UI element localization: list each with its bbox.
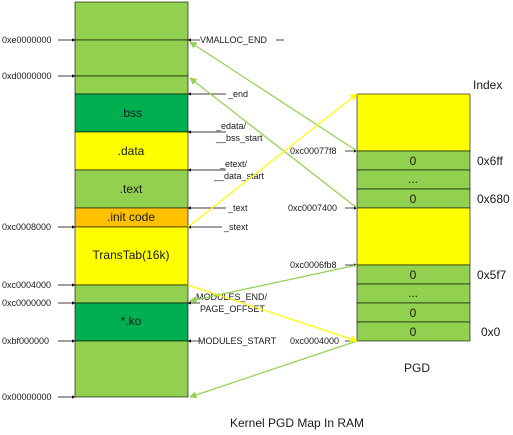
region-pgd-gap	[74, 284, 189, 304]
pgd-index-0x5f7: 0x5f7	[477, 268, 507, 282]
sym-edata-line2: __bss_start	[215, 133, 263, 143]
sym-modules-start: MODULES_START	[198, 336, 277, 346]
block-ko-label: *.ko	[121, 314, 142, 328]
addr-d0000000: 0xd0000000	[2, 71, 52, 81]
diagram-caption: Kernel PGD Map In RAM	[230, 416, 364, 430]
sym-stext: _stext	[223, 222, 249, 232]
symbol-labels: VMALLOC_END _end _edata/ __bss_start _et…	[196, 35, 284, 346]
block-bss-label: .bss	[120, 106, 142, 120]
pgd-cell-value-0x1: 0	[410, 306, 417, 320]
sym-edata-line1: _edata/	[215, 121, 247, 131]
pgd-table: 0 ... 0 0 ... 0 0	[356, 93, 471, 342]
addr-e0000000: 0xe0000000	[2, 35, 52, 45]
map-arrow-5f7-to-ko	[189, 264, 358, 304]
map-arrow-vmalloc-to-6ff	[189, 41, 358, 152]
pgd-cell-value-0x680: 0	[410, 192, 417, 206]
pgd-cell-value-ellipsis-lower: ...	[408, 286, 418, 300]
block-transtab	[74, 226, 189, 286]
map-arrow-init-to-pgd	[187, 93, 358, 228]
block-init-code-label: .init code	[107, 210, 155, 224]
addr-c0000000: 0xc0000000	[2, 298, 51, 308]
addr-c0004000: 0xc0004000	[2, 280, 51, 290]
map-arrow-bss-to-680	[189, 77, 358, 209]
region-above-bss	[74, 75, 189, 95]
mapping-arrows	[187, 41, 358, 399]
region-user	[74, 340, 189, 398]
left-address-labels: 0xe0000000 0xd0000000 0xc0008000 0xc0004…	[2, 35, 52, 402]
sym-text: _text	[227, 203, 248, 213]
block-transtab-label: TransTab(16k)	[93, 248, 170, 262]
addr-bf000000: 0xbf000000	[2, 336, 49, 346]
sym-vmalloc-end: VMALLOC_END	[200, 35, 268, 45]
pgd-addr-7400: 0xc0007400	[288, 203, 337, 213]
pgd-addr-4000: 0xc0004000	[290, 336, 339, 346]
left-address-markers	[58, 38, 76, 399]
map-arrow-transtab-to-pgd	[187, 284, 358, 343]
map-arrow-0-to-user	[189, 340, 358, 399]
pgd-title: PGD	[404, 361, 430, 375]
pgd-region-top	[356, 93, 471, 152]
pgd-region-middle	[356, 207, 471, 266]
sym-modules-end-line2: PAGE_OFFSET	[200, 304, 265, 314]
sym-end: _end	[227, 89, 248, 99]
addr-c0008000: 0xc0008000	[2, 222, 51, 232]
memory-map-column: .bss .data .text .init code TransTab(16k…	[74, 1, 189, 398]
pgd-cell-value-0x6ff: 0	[410, 154, 417, 168]
symbol-markers	[187, 38, 226, 343]
region-vmalloc	[74, 39, 189, 77]
pgd-address-markers	[345, 149, 358, 343]
pgd-cell-value-ellipsis-upper: ...	[408, 172, 418, 186]
block-data	[74, 131, 189, 171]
addr-00000000: 0x00000000	[2, 392, 52, 402]
pgd-index-header: Index	[473, 78, 502, 92]
sym-modules-end-line1: MODULES_END/	[196, 292, 268, 302]
region-top	[74, 1, 189, 41]
pgd-addr-77f8: 0xc00077f8	[290, 146, 337, 156]
block-data-label: .data	[118, 144, 145, 158]
pgd-index-0x0: 0x0	[481, 325, 501, 339]
pgd-index-0x6ff: 0x6ff	[477, 154, 503, 168]
pgd-cell-value-0x0: 0	[410, 325, 417, 339]
block-text	[74, 169, 189, 209]
block-text-label: .text	[120, 182, 143, 196]
pgd-index-labels: Index 0x6ff 0x680 0x5f7 0x0 PGD	[404, 78, 510, 375]
pgd-index-0x680: 0x680	[477, 192, 510, 206]
sym-etext-line2: __data_start	[213, 171, 265, 181]
pgd-cell-0x0	[356, 321, 471, 342]
pgd-addr-6fb8: 0xc0006fb8	[290, 260, 337, 270]
pgd-address-labels: 0xc00077f8 0xc0007400 0xc0006fb8 0xc0004…	[288, 146, 339, 346]
pgd-cell-value-0x5f7: 0	[410, 268, 417, 282]
block-bss	[74, 93, 189, 133]
sym-etext-line1: _etext/	[219, 159, 248, 169]
